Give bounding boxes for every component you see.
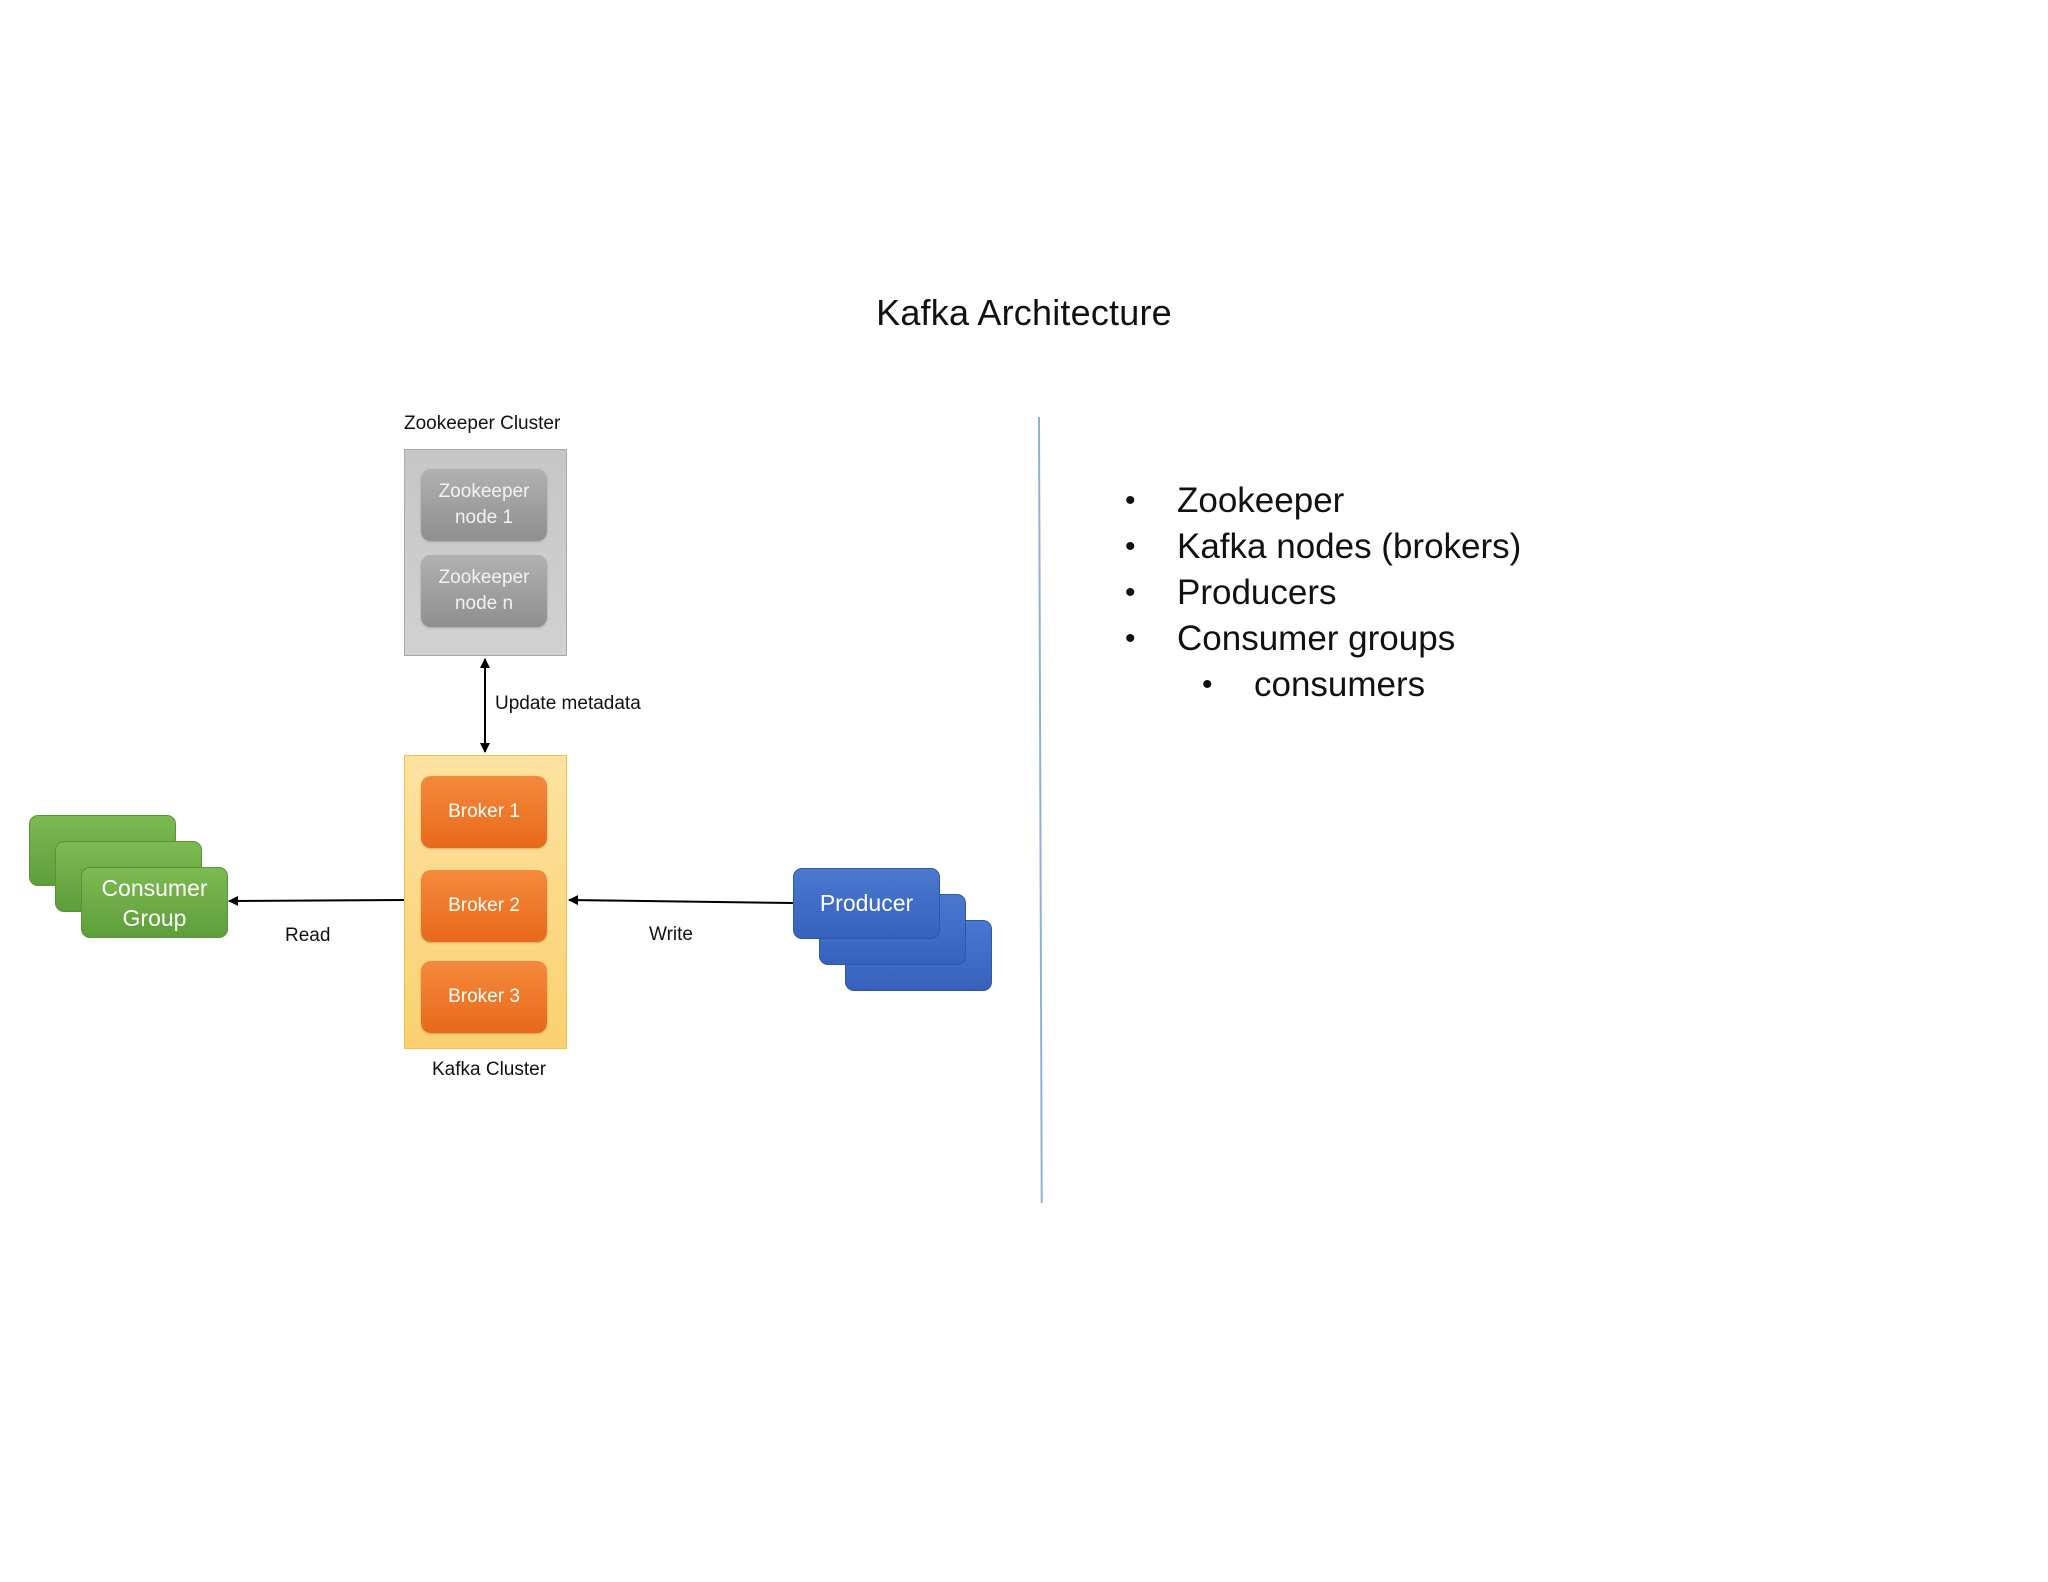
bullet-item: Kafka nodes (brokers)	[1125, 524, 1521, 570]
zookeeper-cluster-label: Zookeeper Cluster	[404, 413, 561, 434]
bullet-item: Producers	[1125, 570, 1521, 616]
kafka-cluster-label: Kafka Cluster	[432, 1059, 547, 1080]
bullet-subitem: consumers	[1202, 662, 1521, 708]
read-arrow	[228, 895, 405, 906]
update-metadata-label: Update metadata	[495, 693, 641, 714]
write-arrow	[568, 895, 794, 906]
producer-node: Producer	[793, 868, 940, 939]
bullet-item: Zookeeper	[1125, 478, 1521, 524]
broker-3: Broker 3	[421, 961, 547, 1033]
broker-2: Broker 2	[421, 870, 547, 942]
consumer-group-label-line1: Consumer	[101, 874, 208, 901]
zookeeper-node-n: Zookeeper node n	[421, 555, 547, 627]
component-bullet-list: Zookeeper Kafka nodes (brokers) Producer…	[1125, 478, 1521, 708]
page-title: Kafka Architecture	[876, 292, 1172, 333]
consumer-group-label-line2: Group	[122, 904, 187, 931]
read-label: Read	[285, 925, 331, 946]
zookeeper-node-1: Zookeeper node 1	[421, 469, 547, 541]
bullet-item: Consumer groups	[1125, 616, 1521, 662]
broker-1: Broker 1	[421, 776, 547, 848]
write-label: Write	[649, 924, 693, 945]
